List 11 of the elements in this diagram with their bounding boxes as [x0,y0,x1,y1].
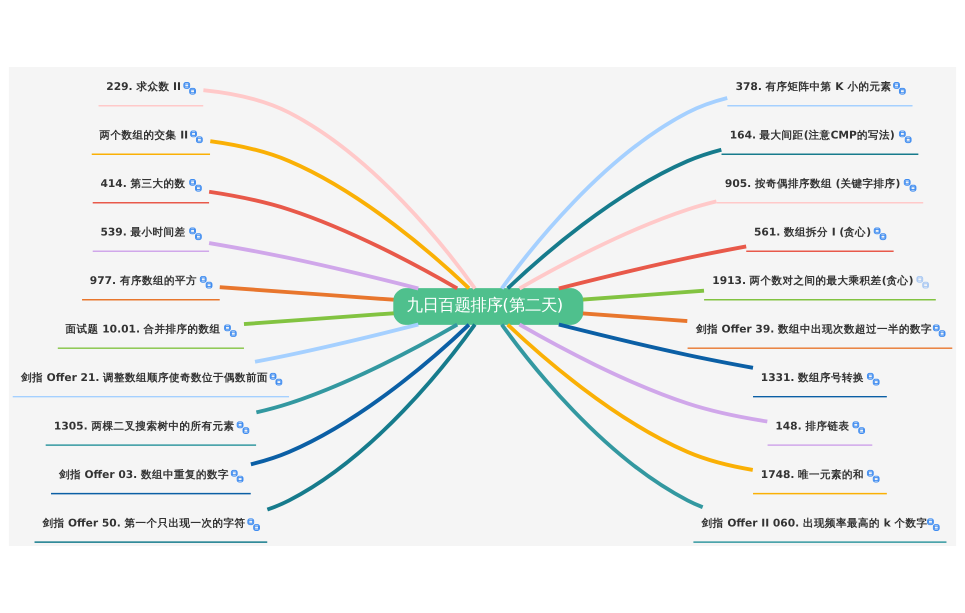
node-text: 1305. 两棵二叉搜索树中的所有元素 [54,419,234,432]
node-text: 剑指 Offer II 060. 出现频率最高的 k 个数字 [702,516,928,530]
node-text: 164. 最大间距(注意CMP的写法) [730,128,895,142]
node-text: 剑指 Offer 50. 第一个只出现一次的字符 [42,516,246,530]
node-text: 378. 有序矩阵中第 K 小的元素 [736,80,892,94]
node-text: 剑指 Offer 39. 数组中出现次数超过一半的数字 [696,322,932,336]
node-text: 剑指 Offer 21. 调整数组顺序使奇数位于偶数前面 [20,370,268,384]
node-text: 面试题 10.01. 合并排序的数组 [66,322,221,336]
node-text: 剑指 Offer 03. 数组中重复的数字 [58,468,229,481]
node-text: 1913. 两个数对之间的最大乘积差(贪心) [712,274,914,288]
node-text: 905. 按奇偶排序数组 (关键字排序) [724,177,900,190]
